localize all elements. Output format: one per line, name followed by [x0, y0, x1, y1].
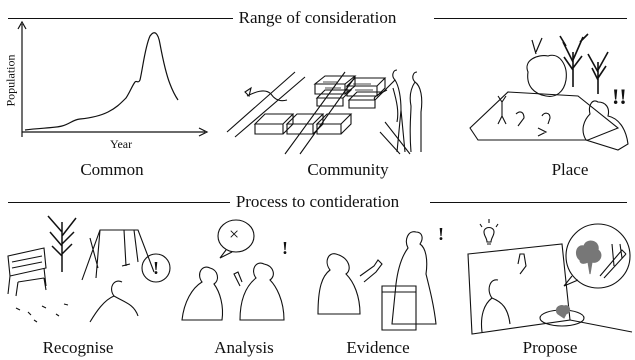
building-blocks: [255, 76, 385, 134]
y-axis-arrow: [18, 22, 26, 29]
population-curve: [25, 33, 178, 130]
section-header-process: Process to contideration: [0, 192, 635, 212]
x-axis-arrow: [199, 128, 207, 136]
road-lines: [227, 72, 410, 154]
trees: [532, 34, 608, 94]
place-illustration: [468, 32, 633, 157]
podium: [382, 286, 416, 330]
person-left: [318, 254, 360, 314]
propose-illustration: [462, 214, 634, 338]
divider-right: [434, 18, 627, 19]
recognise-illustration: [4, 212, 174, 330]
x-axis-label: Year: [110, 137, 133, 151]
population-chart: [0, 22, 215, 142]
swing-set: [82, 230, 154, 280]
evidence-exclaim: !: [438, 224, 444, 244]
caption-recognise: Recognise: [42, 338, 114, 357]
caption-propose: Propose: [522, 338, 578, 357]
person-right: [392, 232, 436, 324]
grass-field: [470, 92, 618, 140]
lightbulb-icon: [480, 219, 498, 244]
caption-common: Common: [80, 160, 144, 179]
rock-mound: [527, 55, 566, 96]
person-silhouette: [90, 281, 138, 322]
leaves: [16, 304, 68, 322]
leaf-mark: [245, 88, 251, 96]
caption-place: Place: [551, 160, 589, 179]
gesture-hand: [234, 272, 242, 286]
person-right: [240, 263, 284, 320]
divider-right: [430, 202, 627, 203]
place-exclaim: !!: [612, 84, 627, 109]
bubble-tail: [220, 250, 232, 258]
evidence-illustration: [316, 214, 456, 332]
presenter-silhouette: [481, 254, 526, 332]
path-curve: [247, 91, 287, 101]
small-tree: [556, 306, 569, 318]
analysis-illustration: [180, 212, 310, 330]
y-axis-label: Population: [3, 54, 18, 107]
speech-bubble: [142, 254, 170, 282]
idea-tree: [577, 241, 601, 274]
cross-mark: ×: [229, 224, 240, 244]
person-left: [182, 267, 223, 320]
idea-slide: [600, 244, 626, 278]
bubble-tail: [564, 276, 578, 286]
caption-evidence: Evidence: [346, 338, 410, 357]
divider-left: [8, 18, 248, 19]
held-object: [360, 260, 382, 282]
person-silhouette: [583, 101, 628, 150]
idea-bubble: [566, 224, 630, 288]
thought-bubble: [218, 220, 254, 252]
recognise-exclaim: !: [153, 258, 159, 278]
caption-analysis: Analysis: [214, 338, 274, 357]
divider-left: [8, 202, 245, 203]
children-figures: [498, 96, 550, 136]
bench: [8, 248, 46, 296]
two-people: [374, 70, 421, 152]
section-title-process: Process to contideration: [229, 192, 406, 211]
bare-tree: [48, 216, 76, 272]
analysis-exclaim: !: [282, 238, 288, 258]
section-header-range: Range of consideration: [0, 8, 635, 28]
community-illustration: [225, 62, 450, 154]
floor-line: [570, 320, 632, 332]
section-title-range: Range of consideration: [232, 8, 403, 27]
caption-community: Community: [307, 160, 389, 179]
